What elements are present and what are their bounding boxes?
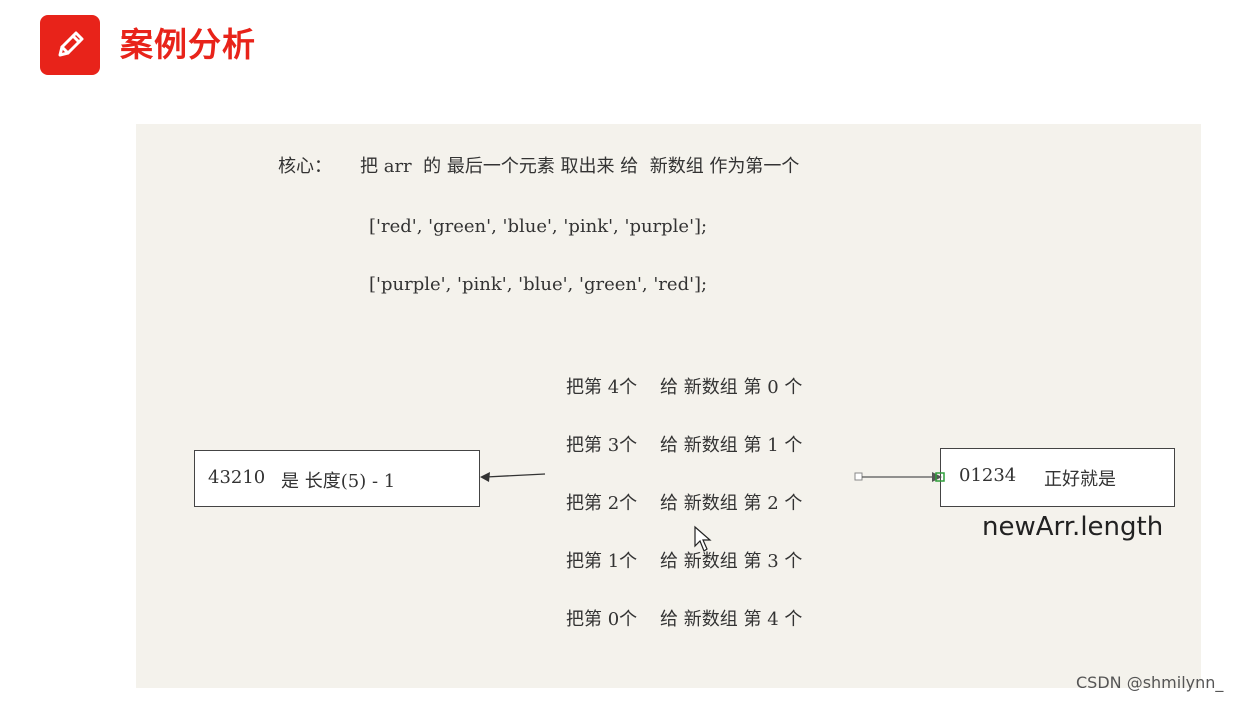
mouse-cursor-icon xyxy=(694,525,712,552)
connector-end-handle xyxy=(935,472,945,482)
left-arrowhead xyxy=(480,472,490,482)
left-index-box: 43210 是 长度(5) - 1 xyxy=(194,450,480,507)
step-line: 把第 0个 给 新数组 第 4 个 xyxy=(566,609,803,630)
core-text: 把 arr 的 最后一个元素 取出来 给 新数组 作为第一个 xyxy=(360,156,800,177)
right-arrowhead xyxy=(932,472,942,482)
step-line: 把第 4个 给 新数组 第 0 个 xyxy=(566,377,803,398)
right-box-number: 01234 xyxy=(959,465,1017,486)
core-label: 核心： xyxy=(278,156,332,177)
left-arrow-line xyxy=(485,473,546,478)
right-index-box: 01234 正好就是 xyxy=(940,448,1175,507)
step-line: 把第 1个 给 新数组 第 3 个 xyxy=(566,551,803,572)
array-original: ['red', 'green', 'blue', 'pink', 'purple… xyxy=(369,216,708,237)
watermark: CSDN @shmilynn_ xyxy=(1076,673,1224,692)
right-box-text: 正好就是 xyxy=(1044,469,1116,490)
slide-content xyxy=(136,124,1201,688)
left-box-text: 是 长度(5) - 1 xyxy=(281,471,396,492)
left-box-number: 43210 xyxy=(208,467,266,488)
page-title: 案例分析 xyxy=(120,25,256,64)
step-line: 把第 2个 给 新数组 第 2 个 xyxy=(566,493,803,514)
connector-start-handle xyxy=(854,472,863,481)
array-reversed: ['purple', 'pink', 'blue', 'green', 'red… xyxy=(369,274,708,295)
step-line: 把第 3个 给 新数组 第 1 个 xyxy=(566,435,803,456)
pencil-icon xyxy=(40,15,100,75)
right-caption: newArr.length xyxy=(982,512,1164,542)
